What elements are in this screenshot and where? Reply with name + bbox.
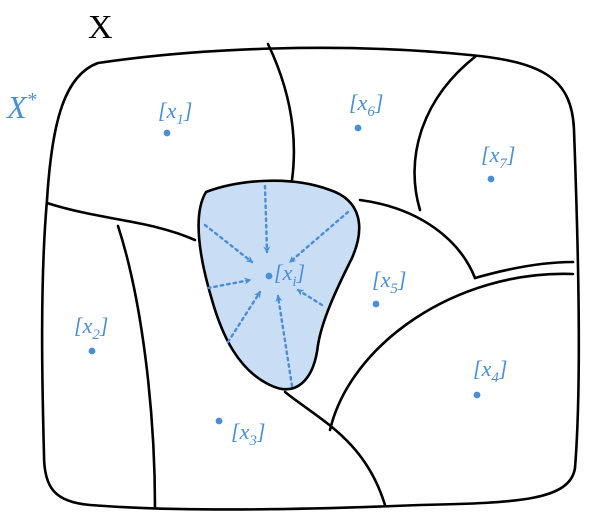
point-x3-label: [x3] (231, 419, 265, 449)
point-x5-label: [x5] (372, 267, 406, 297)
point-x4-dot (473, 391, 481, 399)
point-xi-label: [xi] (274, 260, 305, 290)
partition-curve-2 (45, 201, 197, 242)
partition-curve-3 (116, 224, 157, 510)
equivalence-class-region (197, 179, 361, 391)
partition-curve-8 (283, 390, 387, 507)
partition-curve-1 (266, 42, 296, 182)
point-x2-label: [x2] (74, 313, 108, 343)
space-label: X (88, 9, 113, 46)
point-xi-dot (265, 272, 273, 280)
flow-arrows (203, 184, 350, 388)
point-x1-label: [x1] (158, 98, 192, 128)
flow-arrow-3 (206, 277, 252, 290)
point-x2-dot (88, 347, 96, 355)
point-x7-label: [x7] (481, 142, 515, 172)
flow-arrow-4 (226, 290, 262, 344)
partition-curve-7 (328, 272, 575, 432)
point-x1-dot (163, 129, 171, 137)
quotient-label-star: * (27, 89, 37, 111)
points (88, 124, 495, 425)
point-x5-dot (372, 300, 380, 308)
flow-arrow-7 (288, 210, 350, 264)
quotient-label-base: X (5, 89, 28, 125)
flow-arrow-1 (263, 184, 271, 254)
flow-arrow-6 (296, 288, 324, 307)
quotient-label: X* (5, 89, 37, 125)
flow-arrow-2 (203, 223, 254, 264)
partition-curve-6 (473, 260, 575, 280)
point-x6-label: [x6] (349, 90, 383, 120)
point-x4-label: [x4] (473, 356, 507, 386)
point-x3-dot (215, 417, 223, 425)
flow-arrow-5 (275, 294, 294, 388)
point-x7-dot (487, 175, 495, 183)
partition-curve-4 (413, 54, 478, 212)
point-x6-dot (354, 124, 362, 132)
partition-curve-5 (358, 198, 477, 280)
